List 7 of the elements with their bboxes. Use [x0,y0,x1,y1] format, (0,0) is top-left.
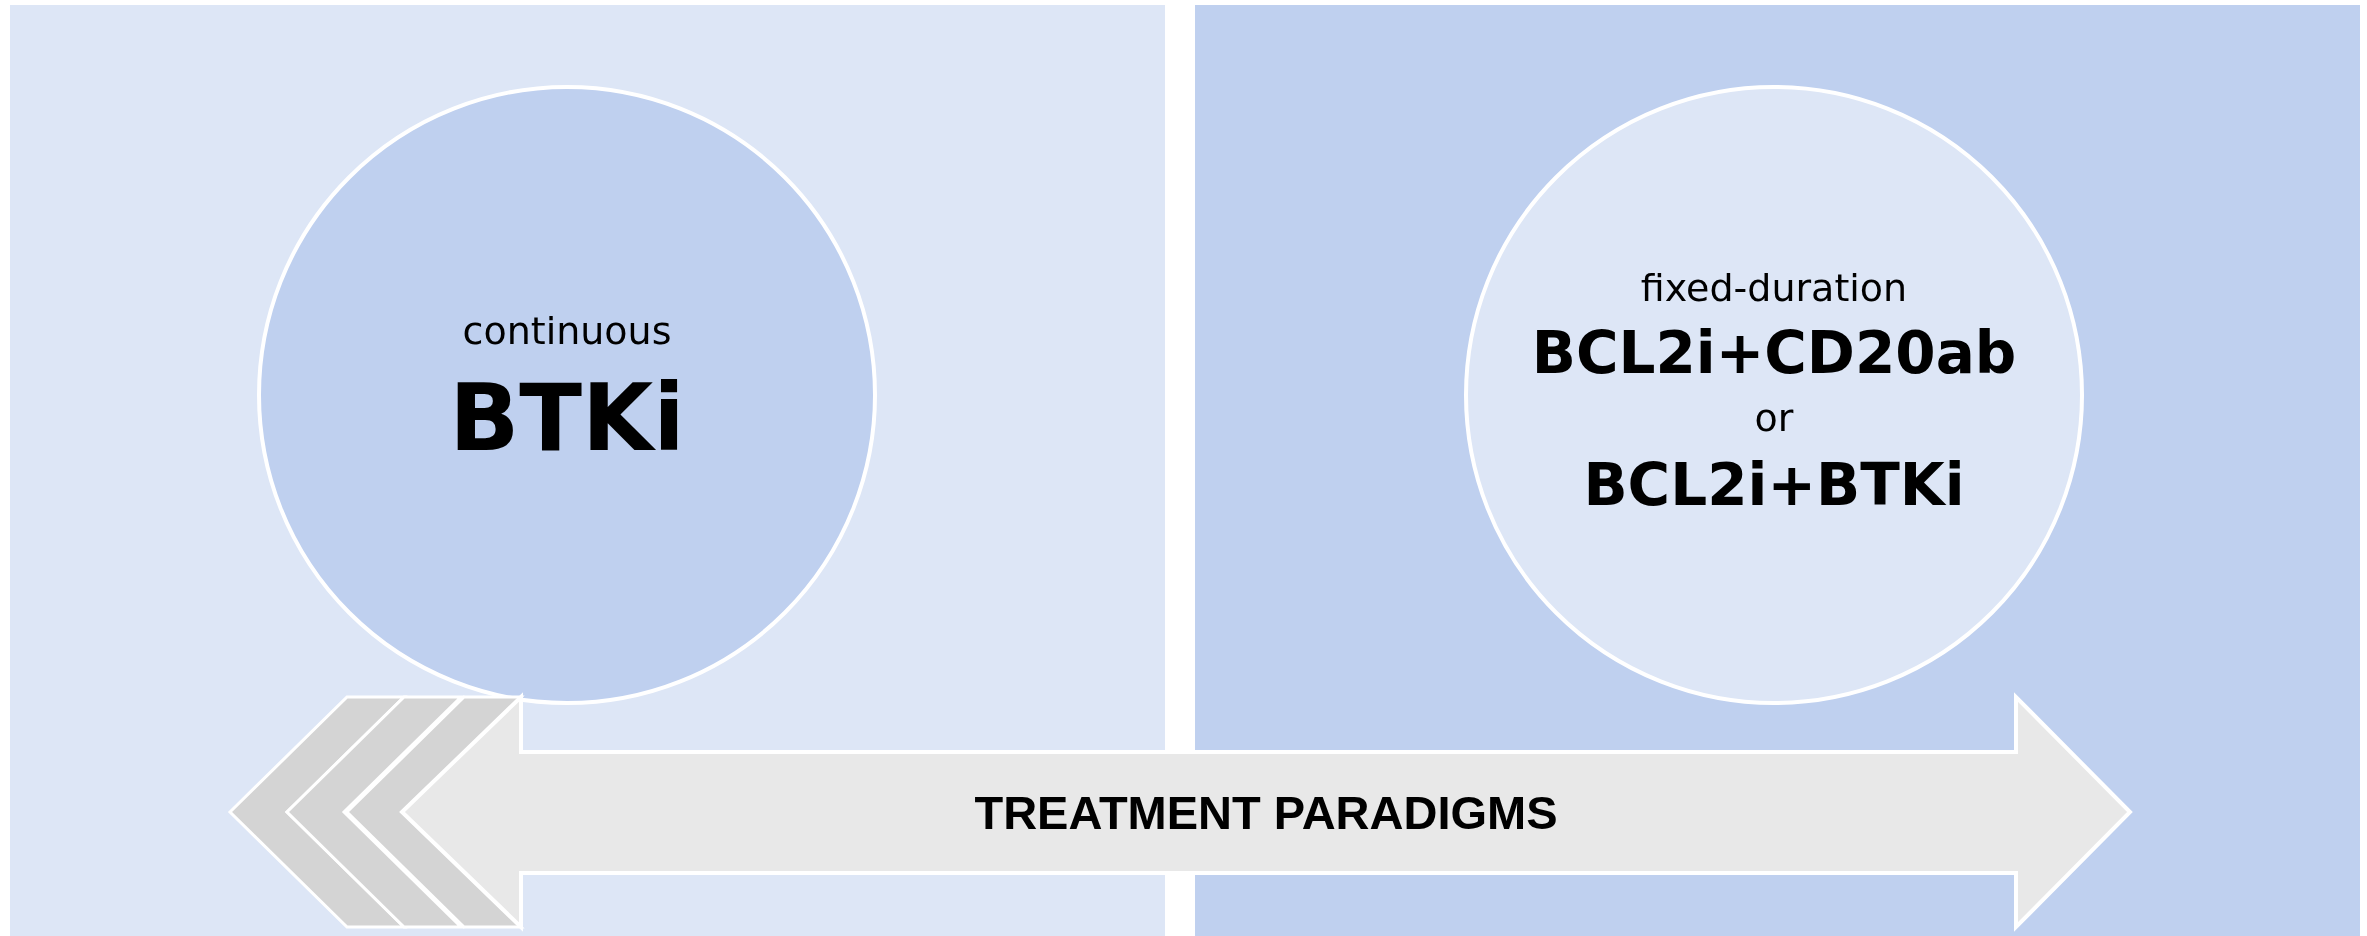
drug-label: BCL2i+BTKi [1583,449,1965,521]
drug-label: BCL2i+CD20ab [1531,317,2017,389]
text-label: continuous [462,307,672,355]
drug-label: BTKi [449,364,685,475]
arrow-label: TREATMENT PARADIGMS [974,784,1558,840]
text-label: or [1754,395,1794,442]
text-label: fixed-duration [1640,265,1908,312]
